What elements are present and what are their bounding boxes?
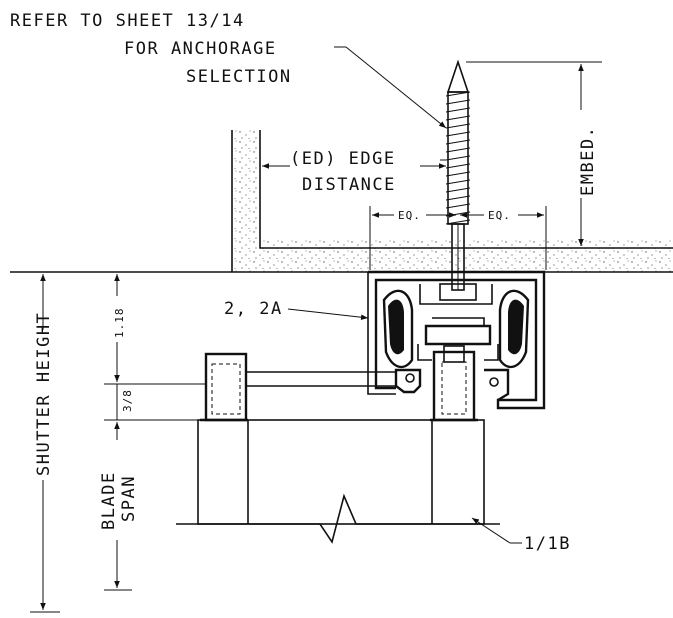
refer-arrow <box>345 46 447 129</box>
blades <box>176 419 500 544</box>
part-blade-label: 1/1B <box>524 534 571 554</box>
header-extrusion <box>367 270 546 410</box>
dim-38-label: 3/8 <box>121 389 134 412</box>
refer-note-line2: FOR ANCHORAGE <box>124 39 277 59</box>
dim-118-label: 1.18 <box>113 308 126 339</box>
eq-left-label: EQ. <box>398 209 421 222</box>
eq-right-label: EQ. <box>488 209 511 222</box>
part-header-label: 2, 2A <box>224 299 283 319</box>
refer-note-line3: SELECTION <box>186 67 292 87</box>
blade-arm <box>200 352 397 422</box>
embed-label: EMBED. <box>578 126 598 196</box>
edge-distance-line1: (ED) EDGE <box>290 149 396 169</box>
edge-distance-line2: DISTANCE <box>302 175 396 195</box>
refer-note-line1: REFER TO SHEET 13/14 <box>10 11 245 31</box>
blade-pin <box>430 345 478 422</box>
blade-span-label-line2: SPAN <box>119 475 139 522</box>
part-blade-leader <box>471 517 511 544</box>
part-header-leader <box>287 308 369 320</box>
blade-span-label-line1: BLADE <box>99 471 119 530</box>
shutter-height-label: SHUTTER HEIGHT <box>34 312 54 476</box>
